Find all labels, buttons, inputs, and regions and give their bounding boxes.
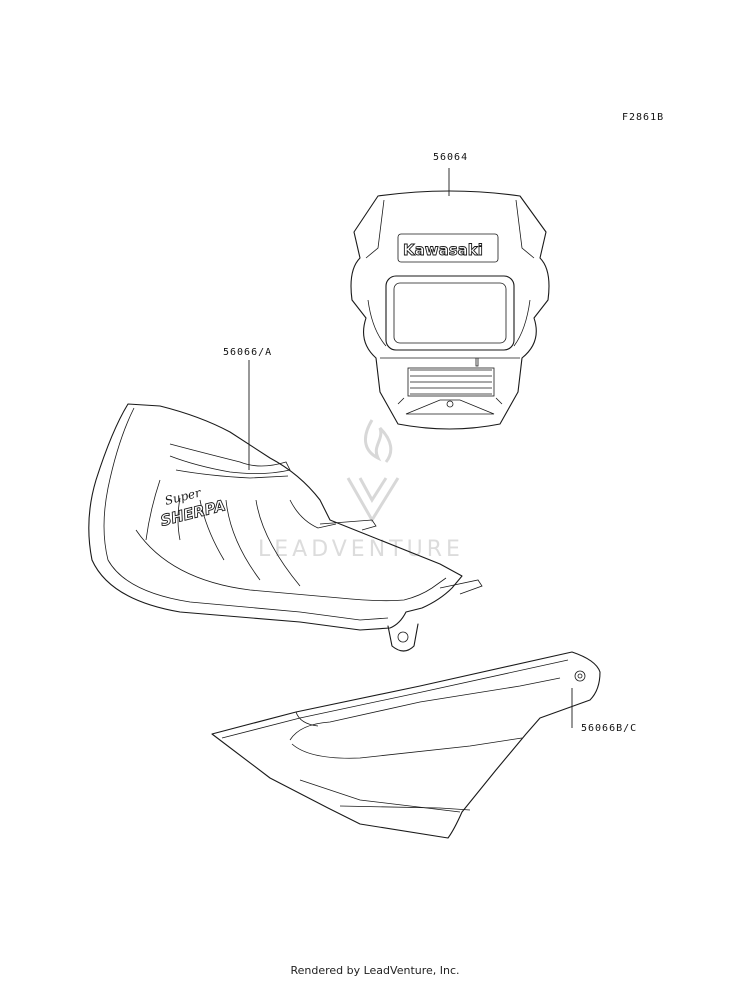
side-cover-mounting-hole <box>574 670 586 682</box>
part-number-56066a[interactable]: 56066/A <box>223 347 273 358</box>
headlight-window <box>385 275 515 351</box>
watermark-text: LEADVENTURE <box>258 537 464 562</box>
part-number-56064[interactable]: 56064 <box>433 152 469 163</box>
part-number-56066bc[interactable]: 56066B/C <box>581 723 638 734</box>
mounting-hole <box>397 631 409 643</box>
watermark-v-icon <box>346 477 400 523</box>
footer-credit: Rendered by LeadVenture, Inc. <box>290 964 460 977</box>
mounting-tab <box>387 623 419 652</box>
watermark-flame-icon <box>363 419 393 463</box>
tank-decal-56066a[interactable]: Super SHERPA <box>88 403 483 652</box>
leadventure-watermark: LEADVENTURE <box>258 419 464 562</box>
kawasaki-logo-text: Kawasaki <box>403 241 483 259</box>
figure-id-label: F2861B <box>622 112 665 123</box>
side-cover-decal-56066bc[interactable] <box>211 651 601 839</box>
vent-grille <box>407 367 495 397</box>
headlight-decal-56064[interactable]: Kawasaki <box>350 190 550 430</box>
